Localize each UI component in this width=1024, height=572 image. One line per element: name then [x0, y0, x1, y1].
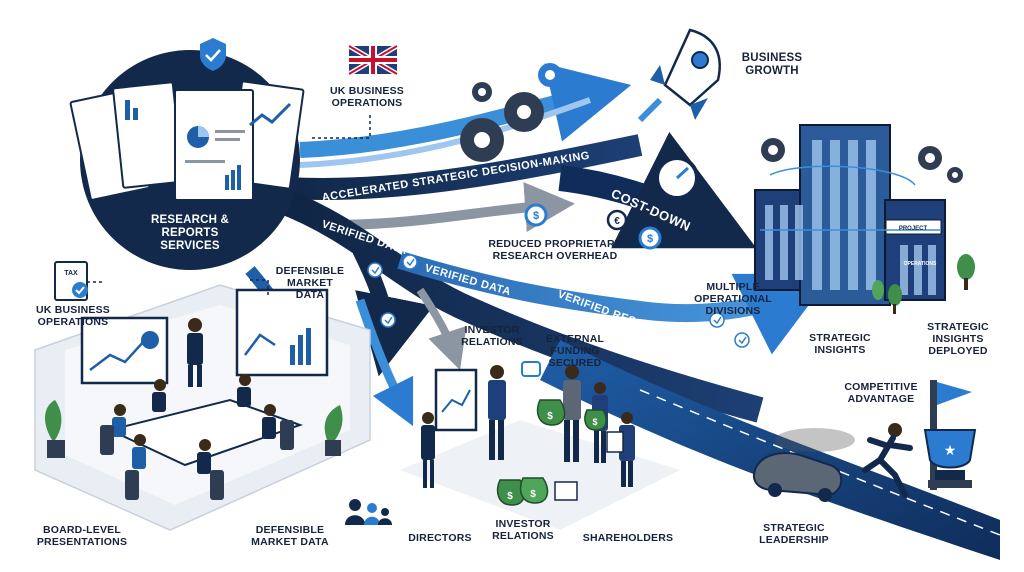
- road: [540, 340, 1000, 560]
- investor-board: [434, 368, 478, 432]
- project-sign: PROJECT: [899, 226, 928, 232]
- competitive-advantage-label: COMPETITIVE ADVANTAGE: [844, 381, 918, 405]
- dashed-connector-left: [87, 279, 269, 295]
- svg-text:★: ★: [944, 442, 957, 458]
- meeting-room: [34, 284, 371, 531]
- document-icon: [69, 80, 305, 201]
- chat-icon: [521, 361, 541, 377]
- certificate-icon: [554, 481, 578, 501]
- defensible-market-data-label-bottom: DEFENSIBLE MARKET DATA: [251, 524, 329, 548]
- strategic-insights-deployed-label: STRATEGIC INSIGHTS DEPLOYED: [927, 321, 989, 357]
- shield-check-icon: [200, 38, 226, 71]
- gear-icon: [460, 63, 562, 162]
- defensible-market-data-label-top: DEFENSIBLE MARKET DATA: [275, 265, 345, 301]
- verified-resources-ribbon: [397, 251, 833, 355]
- external-funding-label: EXTERNAL FUNDING SECURED: [545, 333, 605, 369]
- flow-ribbons: [245, 63, 1001, 560]
- office-buildings: [754, 124, 963, 306]
- svg-text:$: $: [547, 411, 553, 422]
- investor-relations-label-top: INVESTOR RELATIONS: [461, 324, 523, 348]
- flag-icon: [937, 382, 972, 405]
- stopwatch-icon: [655, 150, 699, 200]
- operations-sign: OPERATIONS: [904, 261, 937, 267]
- svg-text:€: €: [614, 216, 620, 227]
- certificate-icon: [606, 431, 624, 453]
- hub-title: RESEARCH & REPORTS SERVICES: [150, 214, 230, 252]
- svg-text:$: $: [647, 233, 653, 245]
- investor-relations-label-bottom: INVESTOR RELATIONS: [492, 518, 554, 542]
- uk-operations-label-top: UK BUSINESS OPERATIONS: [330, 85, 404, 109]
- tax-tag: TAX: [64, 270, 78, 277]
- strategic-insights-label: STRATEGIC INSIGHTS: [809, 332, 871, 356]
- uk-flag-icon: [347, 43, 399, 77]
- reduced-overhead-label: REDUCED PROPRIETARY RESEARCH OVERHEAD: [488, 238, 622, 262]
- multiple-divisions-label: MULTIPLE OPERATIONAL DIVISIONS: [694, 281, 772, 317]
- hub: [69, 38, 305, 270]
- business-growth-label: BUSINESS GROWTH: [741, 52, 803, 77]
- checkmark-icon: [367, 254, 750, 348]
- runner-figure: [862, 423, 913, 498]
- grey-arrow-overhead: [329, 182, 575, 232]
- tax-clipboard-icon: [54, 261, 88, 301]
- verified-data-ribbon: [275, 187, 764, 423]
- svg-text:$: $: [592, 417, 597, 427]
- shareholders-label: SHAREHOLDERS: [582, 532, 674, 544]
- down-arrow-board: [352, 246, 434, 377]
- svg-text:$: $: [507, 491, 513, 502]
- tree-icon: [872, 254, 975, 314]
- dashed-connector: [310, 115, 371, 139]
- svg-text:$: $: [533, 210, 539, 222]
- presentation-board: [80, 316, 169, 385]
- uk-operations-label-left: UK BUSINESS OPERATIONS: [36, 304, 110, 328]
- board-presentations-label: BOARD-LEVEL PRESENTATIONS: [36, 524, 128, 548]
- dollar-coin-icon: $ $: [524, 203, 662, 250]
- directors-label: DIRECTORS: [408, 532, 472, 544]
- trophy-icon: ★: [923, 380, 977, 490]
- strategic-leadership-label: STRATEGIC LEADERSHIP: [759, 522, 829, 546]
- cost-down-ribbon: [558, 131, 757, 249]
- svg-text:$: $: [530, 489, 536, 500]
- rocket-icon: [637, 28, 721, 123]
- money-bag-icon: $ $ $ $: [496, 399, 607, 506]
- data-board: [235, 288, 329, 377]
- people-icon: [345, 499, 392, 525]
- grey-arrow-investor: [416, 287, 467, 371]
- growth-swoosh: [299, 63, 632, 158]
- euro-coin-icon: €: [606, 209, 628, 231]
- down-arrow-directors: [355, 298, 414, 427]
- investor-group: [400, 361, 680, 530]
- car-icon: [752, 428, 855, 502]
- accelerated-ribbon: [248, 134, 643, 200]
